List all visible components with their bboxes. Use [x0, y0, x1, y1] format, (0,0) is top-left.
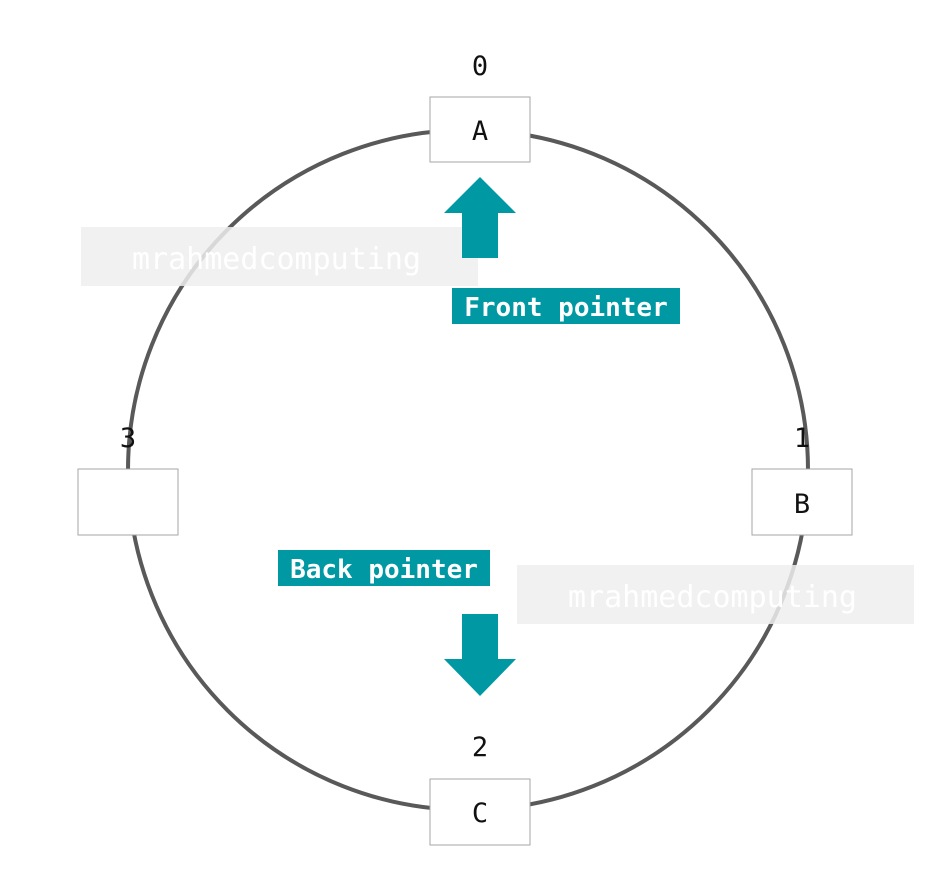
- back-pointer-label: Back pointer: [290, 555, 478, 585]
- queue-slot-3: [77, 468, 179, 536]
- watermark-text-left: mrahmedcomputing: [132, 242, 421, 277]
- front-pointer-label: Front pointer: [464, 293, 668, 323]
- front-pointer-arrow-icon: [444, 177, 516, 258]
- queue-slot-1: [751, 468, 853, 536]
- slot-index-2: 2: [472, 732, 488, 763]
- watermark-text-right: mrahmedcomputing: [568, 580, 857, 615]
- slot-value-2: C: [472, 798, 488, 829]
- back-pointer-arrow-icon: [444, 614, 516, 696]
- slot-index-1: 1: [794, 423, 810, 454]
- front-pointer-label-bg: [452, 288, 680, 324]
- watermark-band-right: [517, 565, 914, 624]
- slot-value-1: B: [794, 489, 810, 520]
- slot-index-3: 3: [120, 423, 136, 454]
- slot-value-0: A: [472, 116, 488, 147]
- queue-slot-2: [429, 778, 531, 846]
- queue-slot-0: [429, 96, 531, 163]
- back-pointer-label-bg: [278, 550, 490, 586]
- watermark-band-left: [81, 227, 478, 286]
- slot-index-0: 0: [472, 51, 488, 82]
